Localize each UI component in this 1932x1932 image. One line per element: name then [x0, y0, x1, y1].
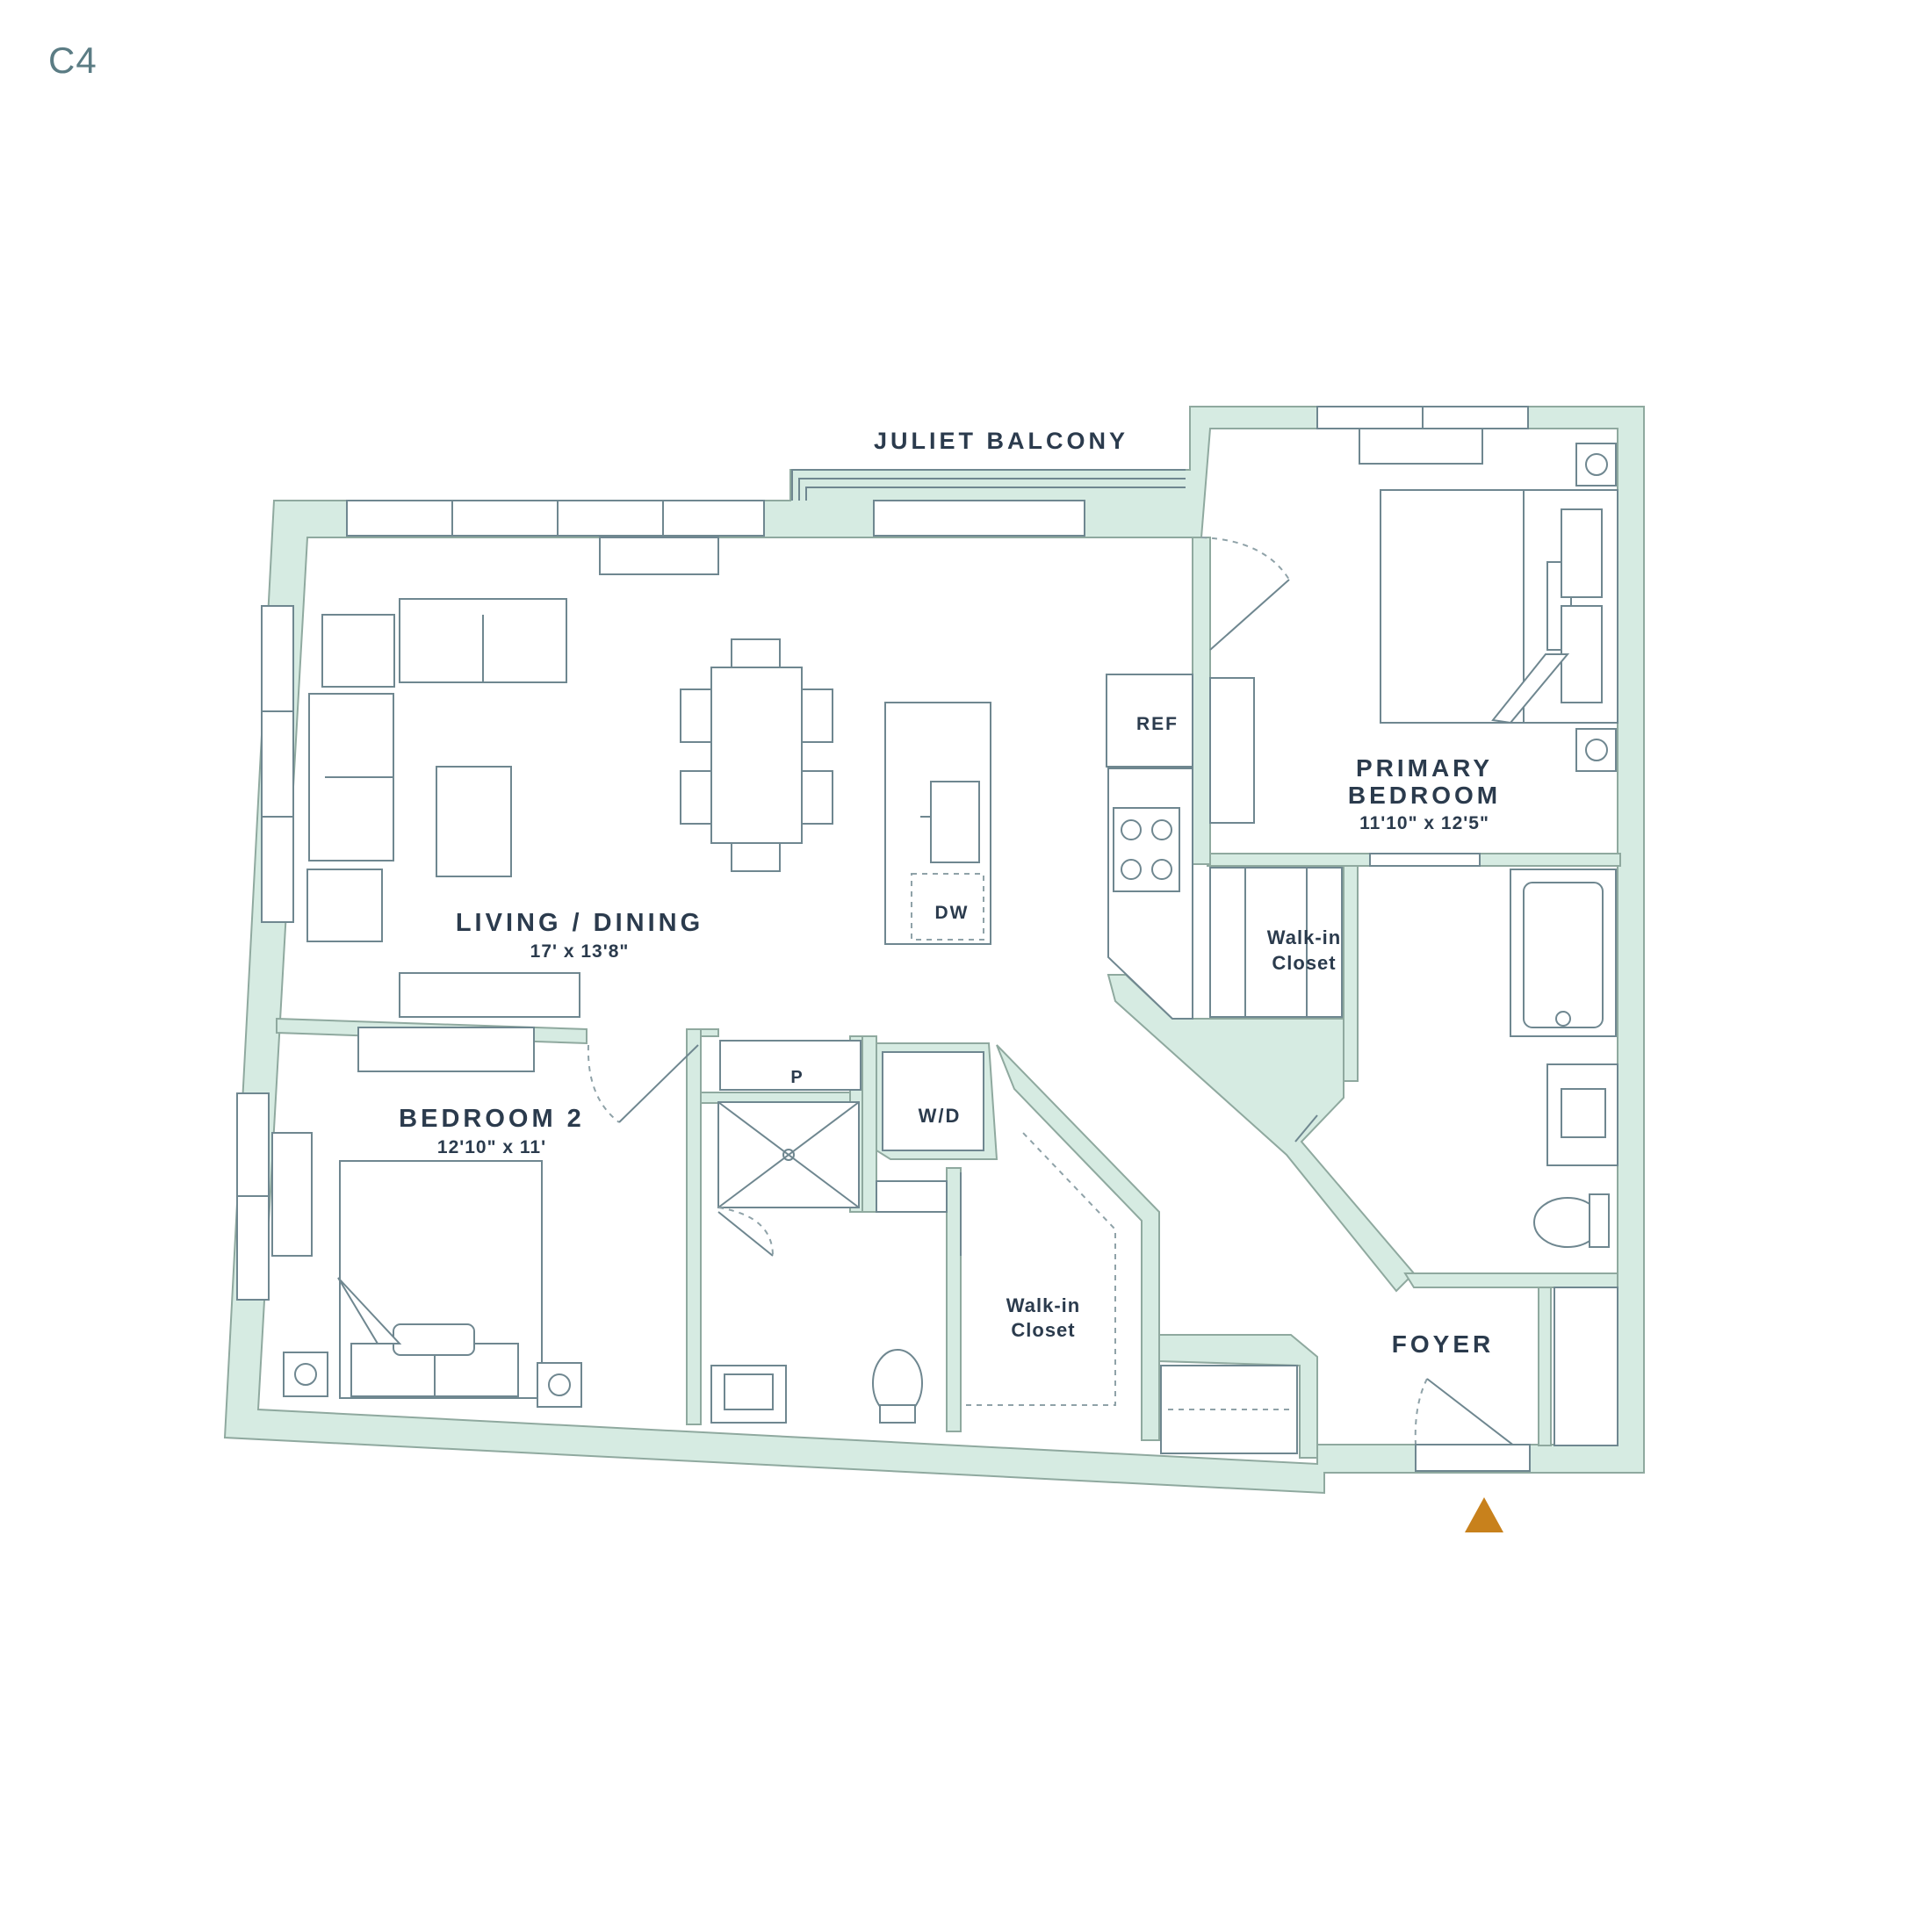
chair	[680, 688, 712, 743]
coat-closet	[1554, 1287, 1618, 1446]
chair	[731, 638, 781, 668]
chair	[801, 688, 833, 743]
bedroom2-furniture	[271, 1027, 699, 1408]
wd-label: W/D	[919, 1105, 962, 1127]
entry-marker	[1465, 1497, 1503, 1532]
juliet-balcony-rail	[791, 469, 1186, 501]
coffee-table	[436, 766, 512, 877]
chair	[731, 842, 781, 872]
nightstand	[1575, 443, 1617, 487]
primary-walkin-closet	[1209, 867, 1343, 1143]
primary-walkin-label: Walk-in	[1267, 926, 1341, 948]
pantry	[719, 1040, 861, 1091]
bench	[1209, 677, 1255, 824]
primary-bath-fixtures	[1510, 869, 1618, 1446]
armchair	[321, 614, 395, 688]
primary-walkin-label-2: Closet	[1272, 952, 1336, 974]
bathroom2-fixtures	[710, 1040, 984, 1424]
bedroom2-dimensions: 12'10" x 11'	[437, 1137, 546, 1157]
refrigerator	[1106, 674, 1193, 768]
bed2-walkin-closet	[960, 1132, 1116, 1406]
sideboard	[399, 972, 580, 1018]
living-dining-dimensions: 17' x 13'8"	[530, 941, 630, 962]
chair	[680, 770, 712, 825]
foyer-label: FOYER	[1392, 1330, 1494, 1358]
balcony-label: JULIET BALCONY	[874, 428, 1128, 454]
desk	[271, 1132, 313, 1257]
dining-table	[710, 667, 803, 844]
nightstand	[283, 1352, 328, 1397]
pantry-label: P	[790, 1068, 804, 1087]
dresser	[1359, 428, 1483, 465]
primary-bedroom-label-2: BEDROOM	[1348, 782, 1501, 809]
armchair-2	[306, 869, 383, 942]
bed2-walkin-label: Walk-in	[1006, 1294, 1080, 1316]
dishwasher	[911, 873, 984, 941]
sink	[930, 781, 980, 863]
living-dining-label: LIVING / DINING	[456, 909, 703, 937]
media-console	[599, 537, 719, 575]
cooktop	[1113, 807, 1180, 892]
nightstand	[537, 1362, 582, 1408]
washer-dryer	[882, 1051, 984, 1151]
bedroom2-label: BEDROOM 2	[399, 1105, 585, 1133]
foyer-storage	[1160, 1365, 1531, 1472]
unit-code: C4	[48, 40, 97, 81]
dw-label: DW	[935, 903, 970, 923]
primary-bedroom-dimensions: 11'10" x 12'5"	[1359, 813, 1489, 833]
nightstand	[1575, 728, 1617, 772]
primary-bedroom-label: PRIMARY	[1356, 754, 1493, 782]
pillow	[393, 1323, 475, 1356]
dresser	[357, 1027, 535, 1072]
bed2-walkin-label-2: Closet	[1011, 1319, 1075, 1341]
windows	[236, 406, 1529, 1301]
chair	[801, 770, 833, 825]
living-dining-furniture	[306, 537, 1193, 1020]
primary-bedroom-furniture	[1200, 428, 1618, 824]
ref-label: REF	[1136, 714, 1179, 734]
